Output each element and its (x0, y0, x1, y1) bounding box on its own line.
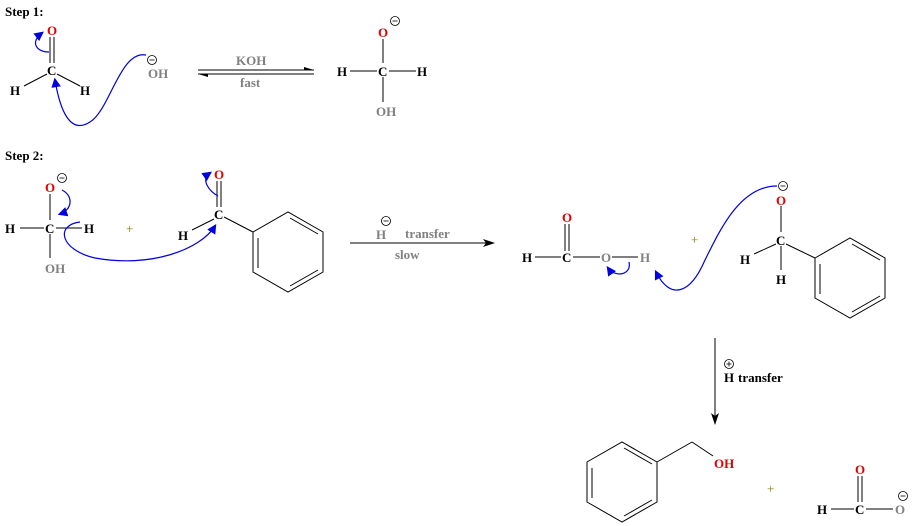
atom-oh: OH (376, 104, 396, 119)
atom-h: H (522, 250, 532, 265)
atom-c: C (855, 502, 864, 517)
formate-ion: O H C O (817, 462, 908, 517)
proton-transfer-arrow: H transfer (711, 338, 783, 425)
atom-o: O (562, 210, 572, 225)
atom-c: C (45, 221, 54, 236)
plus-sign: + (767, 481, 774, 496)
benzyl-alkoxide: O C H H (740, 181, 886, 319)
atom-h: H (84, 221, 94, 236)
atom-o: O (601, 250, 611, 265)
formaldehyde: O C H H (10, 23, 90, 98)
atom-o: O (378, 25, 388, 40)
atom-o: O (776, 193, 786, 208)
condition-label: slow (395, 247, 420, 262)
hydroxide-ion: OH (147, 55, 168, 81)
curly-arrow (654, 185, 778, 291)
atom-oh: OH (714, 456, 734, 471)
proton-label: H (724, 370, 734, 385)
atom-o: O (895, 502, 905, 517)
transfer-label: transfer (738, 370, 783, 385)
atom-h: H (10, 83, 20, 98)
condition-label: fast (240, 75, 261, 90)
formic-acid: O H C O H (522, 210, 650, 265)
step2-label: Step 2: (5, 148, 44, 163)
hydride-label: H (376, 227, 386, 242)
atom-oh: OH (45, 261, 65, 276)
tetrahedral-intermediate: O C H H OH (337, 16, 427, 119)
atom-h: H (80, 83, 90, 98)
atom-h: H (5, 221, 15, 236)
atom-h: H (640, 250, 650, 265)
hydride-transfer-arrow: H transfer slow (350, 216, 495, 262)
step1-label: Step 1: (5, 4, 44, 19)
atom-o: O (214, 167, 224, 182)
curly-arrow (63, 221, 217, 262)
alkoxide-intermediate: O C H H OH (5, 173, 94, 276)
curly-arrow (33, 31, 50, 53)
atom-c: C (776, 233, 785, 248)
transfer-label: transfer (405, 226, 450, 241)
atom-o: O (45, 180, 55, 195)
atom-c: C (378, 64, 387, 79)
benzyl-alcohol: OH (586, 441, 734, 523)
curly-arrow (201, 171, 219, 197)
plus-sign: + (126, 221, 133, 236)
atom-o: O (855, 462, 865, 477)
atom-h: H (817, 502, 827, 517)
curly-arrow (51, 54, 147, 127)
atom-h: H (776, 272, 786, 287)
atom-h: H (417, 64, 427, 79)
atom-h: H (178, 228, 188, 243)
atom-h: H (337, 64, 347, 79)
curly-arrow (606, 261, 630, 277)
plus-sign: + (691, 232, 698, 247)
atom-c: C (47, 63, 56, 78)
curly-arrow (57, 189, 71, 217)
atom-c: C (562, 250, 571, 265)
atom-c: C (214, 207, 223, 222)
atom-h: H (740, 252, 750, 267)
benzaldehyde: O C H (178, 167, 324, 293)
reagent-label: KOH (236, 53, 266, 68)
equilibrium-arrow: KOH fast (198, 53, 314, 90)
hydroxide-label: OH (148, 66, 168, 81)
atom-o: O (47, 23, 57, 38)
